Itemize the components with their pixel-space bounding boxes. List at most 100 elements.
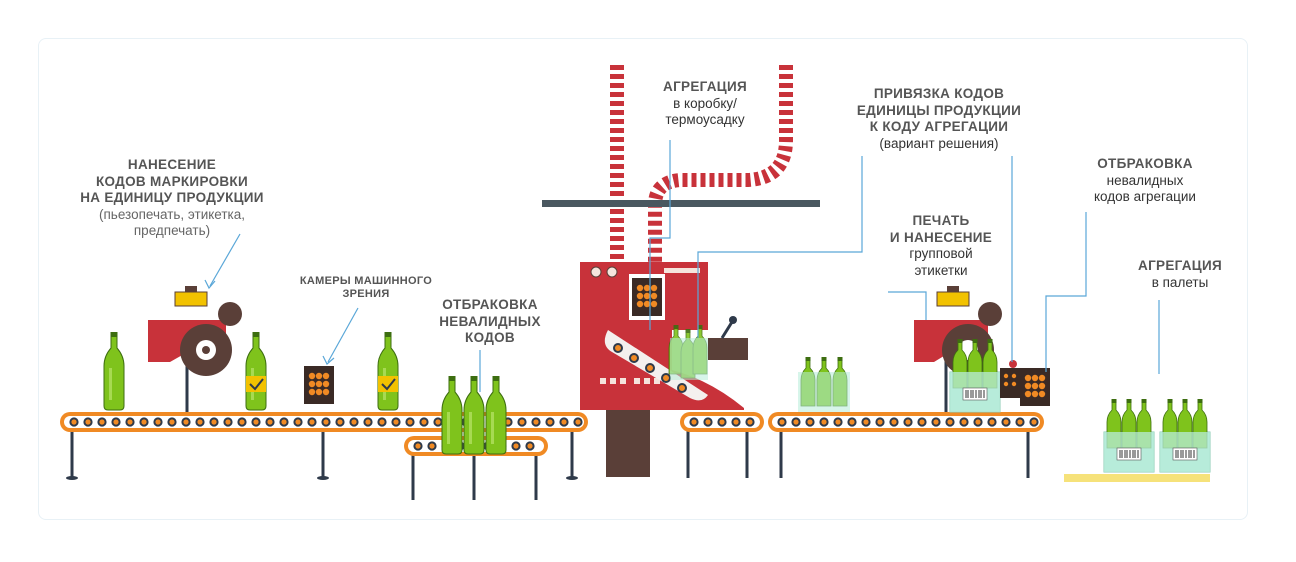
- conveyor-roller: [875, 417, 885, 427]
- machine-vision-camera: [304, 366, 334, 404]
- callout-lines: [204, 140, 1160, 392]
- label-pallets-line1: в палеты: [1151, 274, 1209, 290]
- label-group-label: ПЕЧАТЬ И НАНЕСЕНИЕ групповой этикетки: [876, 213, 1006, 279]
- conveyor-roller: [531, 417, 541, 427]
- conveyor-roller: [861, 417, 871, 427]
- label-group-label-line4: этикетки: [914, 262, 968, 278]
- labeling-machine-1: [148, 286, 242, 412]
- label-reject-codes-line2: НЕВАЛИДНЫХ: [439, 313, 541, 329]
- label-binding-line3: К КОДУ АГРЕГАЦИИ: [869, 119, 1009, 134]
- conveyor-roller: [413, 441, 423, 451]
- shrink-pack: [798, 356, 850, 412]
- label-group-label-line1: ПЕЧАТЬ: [912, 213, 970, 228]
- aggregation-machine: [580, 262, 748, 477]
- conveyor-roller: [987, 417, 997, 427]
- label-binding: ПРИВЯЗКА КОДОВ ЕДИНИЦЫ ПРОДУКЦИИ К КОДУ …: [834, 86, 1044, 152]
- label-apply-codes-line2: КОДОВ МАРКИРОВКИ: [96, 173, 248, 189]
- label-reject-aggregation-line1: невалидных: [1106, 172, 1184, 188]
- conveyor-roller: [945, 417, 955, 427]
- conveyor-roller: [391, 417, 401, 427]
- conveyor-roller: [167, 417, 177, 427]
- aggregation-chute: [610, 65, 793, 262]
- conveyor-roller: [889, 417, 899, 427]
- conveyor-roller: [791, 417, 801, 427]
- pallet: [1064, 399, 1210, 482]
- label-apply-codes-line1: НАНЕСЕНИЕ: [127, 157, 217, 172]
- conveyor-roller: [419, 417, 429, 427]
- conveyor-roller: [525, 441, 535, 451]
- conveyor-roller: [251, 417, 261, 427]
- conveyor-roller: [973, 417, 983, 427]
- conveyor-roller: [689, 417, 699, 427]
- conveyor-roller: [703, 417, 713, 427]
- conveyor-roller: [847, 417, 857, 427]
- label-cameras-line2: ЗРЕНИЯ: [342, 288, 390, 300]
- label-cameras: КАМЕРЫ МАШИННОГО ЗРЕНИЯ: [296, 275, 436, 301]
- label-aggregation-box-title: АГРЕГАЦИЯ: [663, 79, 747, 94]
- label-reject-codes-line3: КОДОВ: [465, 330, 515, 345]
- conveyor-roller: [307, 417, 317, 427]
- conveyor-roller: [195, 417, 205, 427]
- conveyor-right: [768, 412, 1044, 478]
- overhead-beam: [542, 200, 820, 207]
- conveyor-roller: [511, 441, 521, 451]
- label-reject-aggregation-title: ОТБРАКОВКА: [1097, 156, 1193, 171]
- conveyor-roller: [111, 417, 121, 427]
- label-group-label-line3: групповой: [909, 246, 973, 261]
- conveyor-roller: [819, 417, 829, 427]
- conveyor-roller: [427, 441, 437, 451]
- label-aggregation-box-line2: термоусадку: [665, 112, 745, 127]
- conveyor-roller: [833, 417, 843, 427]
- label-pallets-title: АГРЕГАЦИЯ: [1138, 258, 1222, 273]
- label-apply-codes: НАНЕСЕНИЕ КОДОВ МАРКИРОВКИ НА ЕДИНИЦУ ПР…: [62, 157, 282, 240]
- label-binding-line2: ЕДИНИЦЫ ПРОДУКЦИИ: [856, 102, 1022, 118]
- conveyor-roller: [153, 417, 163, 427]
- conveyor-roller: [97, 417, 107, 427]
- conveyor-roller: [321, 417, 331, 427]
- diagram-frame: [38, 38, 1248, 520]
- conveyor-roller: [1015, 417, 1025, 427]
- label-apply-codes-note1: (пьезопечать, этикетка,: [98, 206, 245, 222]
- conveyor-roller: [405, 417, 415, 427]
- rejected-bottles: [441, 375, 507, 455]
- label-aggregation-box: АГРЕГАЦИЯ в коробку/ термоусадку: [640, 79, 770, 129]
- conveyor-roller: [1001, 417, 1011, 427]
- conveyor-roller: [731, 417, 741, 427]
- conveyor-roller: [279, 417, 289, 427]
- conveyor-roller: [545, 417, 555, 427]
- label-reject-codes: ОТБРАКОВКА НЕВАЛИДНЫХ КОДОВ: [420, 297, 560, 347]
- conveyor-roller: [433, 417, 443, 427]
- labeled-case: [950, 339, 1000, 412]
- conveyor-roller: [125, 417, 135, 427]
- conveyor-middle: [680, 412, 764, 478]
- conveyor-roller: [745, 417, 755, 427]
- label-reject-codes-line1: ОТБРАКОВКА: [442, 297, 538, 312]
- conveyor-roller: [717, 417, 727, 427]
- conveyor-roller: [237, 417, 247, 427]
- conveyor-roller: [69, 417, 79, 427]
- conveyor-roller: [903, 417, 913, 427]
- label-reject-aggregation-line2: кодов агрегации: [1094, 189, 1196, 204]
- bottles-marked: [245, 331, 399, 411]
- conveyor-roller: [363, 417, 373, 427]
- conveyor-roller: [959, 417, 969, 427]
- conveyor-roller: [209, 417, 219, 427]
- conveyor-roller: [377, 417, 387, 427]
- conveyor-roller: [517, 417, 527, 427]
- conveyor-roller: [349, 417, 359, 427]
- conveyor-roller: [805, 417, 815, 427]
- label-group-label-line2: И НАНЕСЕНИЕ: [889, 229, 993, 245]
- conveyor-roller: [931, 417, 941, 427]
- conveyor-roller: [335, 417, 345, 427]
- conveyor-roller: [1029, 417, 1039, 427]
- label-reject-aggregation: ОТБРАКОВКА невалидных кодов агрегации: [1070, 156, 1220, 206]
- bottles-unmarked: [103, 331, 125, 411]
- conveyor-roller: [777, 417, 787, 427]
- conveyor-roller: [265, 417, 275, 427]
- conveyor-roller: [139, 417, 149, 427]
- label-apply-codes-note2: предпечать): [133, 223, 211, 238]
- conveyor-roller: [917, 417, 927, 427]
- label-binding-line1: ПРИВЯЗКА КОДОВ: [873, 86, 1005, 101]
